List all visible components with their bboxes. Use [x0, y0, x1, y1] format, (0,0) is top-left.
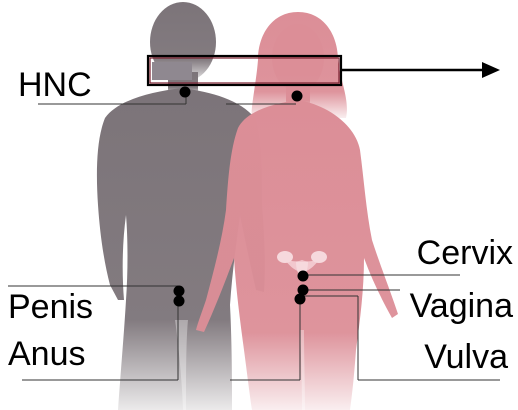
vulva-label: Vulva — [424, 340, 508, 374]
cervix-label: Cervix — [417, 236, 513, 270]
hnc-female-marker — [292, 91, 303, 102]
anus-label: Anus — [8, 337, 86, 371]
hnc-label: HNC — [18, 68, 92, 102]
anus-marker — [174, 296, 185, 307]
vagina-label: Vagina — [410, 289, 513, 323]
vulva-marker — [295, 294, 306, 305]
penis-label: Penis — [8, 290, 93, 324]
hnc-male-marker — [180, 87, 191, 98]
right-arrow-icon — [482, 62, 500, 78]
neck-region-fill — [152, 62, 192, 80]
cervix-marker — [298, 271, 309, 282]
penis-marker — [174, 286, 185, 297]
